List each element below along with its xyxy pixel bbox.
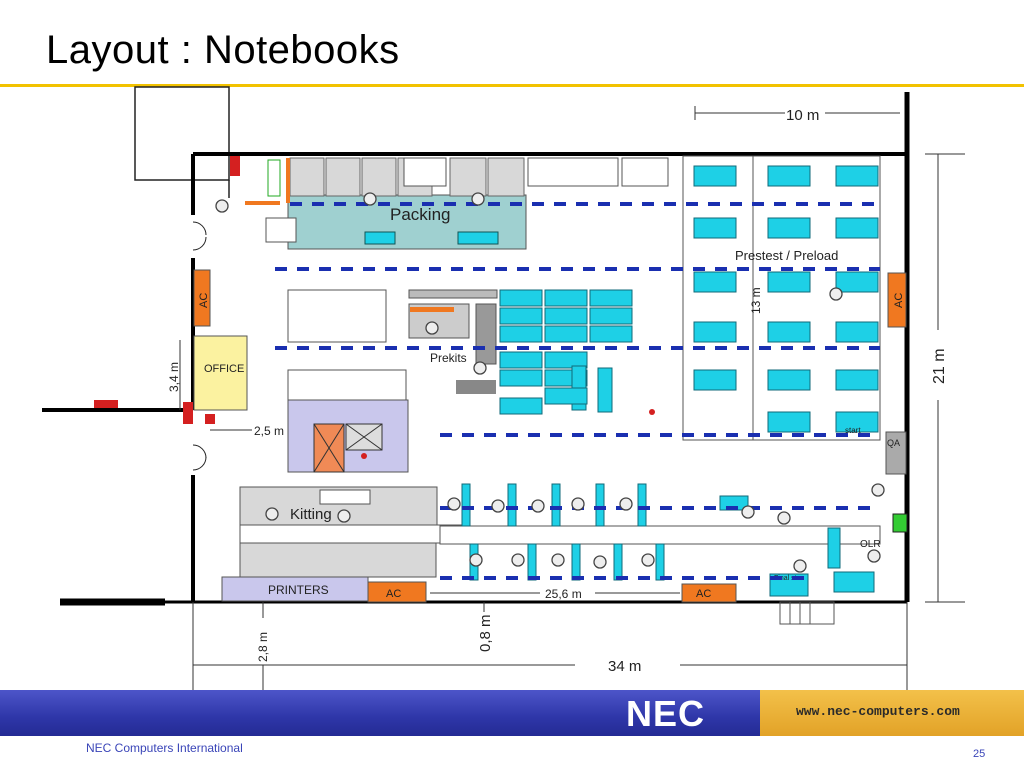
banner-url: www.nec-computers.com bbox=[796, 704, 960, 719]
olr-label: OLR bbox=[860, 539, 881, 550]
dim-prestest-depth: 13 m bbox=[749, 287, 763, 314]
prekit-tables bbox=[499, 289, 633, 415]
printers-label: PRINTERS bbox=[268, 583, 329, 597]
ac-label-2: AC bbox=[893, 293, 905, 308]
dim-bottom-strip: 2,8 m bbox=[256, 632, 270, 662]
exit-stairs bbox=[779, 601, 835, 625]
ac-label-1: AC bbox=[198, 293, 210, 308]
dim-total-length: 34 m bbox=[608, 658, 641, 675]
office-area bbox=[193, 335, 248, 411]
ac-units bbox=[193, 269, 907, 603]
qa-box bbox=[885, 431, 907, 475]
dim-corridor: 2,5 m bbox=[254, 424, 284, 438]
final-station-label: Final st bbox=[774, 575, 797, 582]
dim-line-length: 25,6 m bbox=[545, 587, 582, 601]
page-number: 25 bbox=[973, 748, 986, 760]
office-label: OFFICE bbox=[204, 363, 244, 375]
footer-banner: NEC www.nec-computers.com bbox=[0, 690, 1024, 736]
dim-top-width: 10 m bbox=[786, 107, 819, 124]
prestest-label: Prestest / Preload bbox=[735, 248, 838, 263]
red-markers bbox=[94, 156, 655, 459]
station-label: start bbox=[845, 426, 861, 435]
floor-plan: Packing Prestest / Preload start Prekits… bbox=[42, 86, 965, 690]
ac-label-3: AC bbox=[386, 588, 401, 600]
lane-markers bbox=[275, 202, 880, 580]
ac-label-4: AC bbox=[696, 588, 711, 600]
prekits-label: Prekits bbox=[430, 351, 467, 365]
prestest-tables bbox=[693, 165, 879, 433]
kitting-label: Kitting bbox=[290, 506, 332, 523]
dim-height: 21 m bbox=[931, 348, 948, 384]
pallet-racks bbox=[265, 157, 669, 243]
title-underline bbox=[0, 84, 1024, 87]
banner-gold bbox=[760, 690, 1024, 736]
annex-box bbox=[134, 86, 230, 181]
nec-logo: NEC bbox=[626, 693, 706, 734]
dim-gap-small: 0,8 m bbox=[477, 614, 494, 652]
assembly-line bbox=[439, 483, 881, 597]
operators bbox=[215, 192, 885, 573]
packing-label: Packing bbox=[390, 205, 450, 224]
prekits-racks bbox=[287, 289, 407, 401]
qa-label: QA bbox=[887, 438, 900, 448]
printers-area bbox=[221, 576, 369, 602]
banner-blue bbox=[0, 690, 760, 736]
slide-title: Layout : Notebooks bbox=[46, 28, 400, 72]
dim-office-height: 3,4 m bbox=[167, 362, 181, 392]
prestest-area bbox=[682, 155, 881, 441]
footer-company: NEC Computers International bbox=[86, 741, 243, 755]
